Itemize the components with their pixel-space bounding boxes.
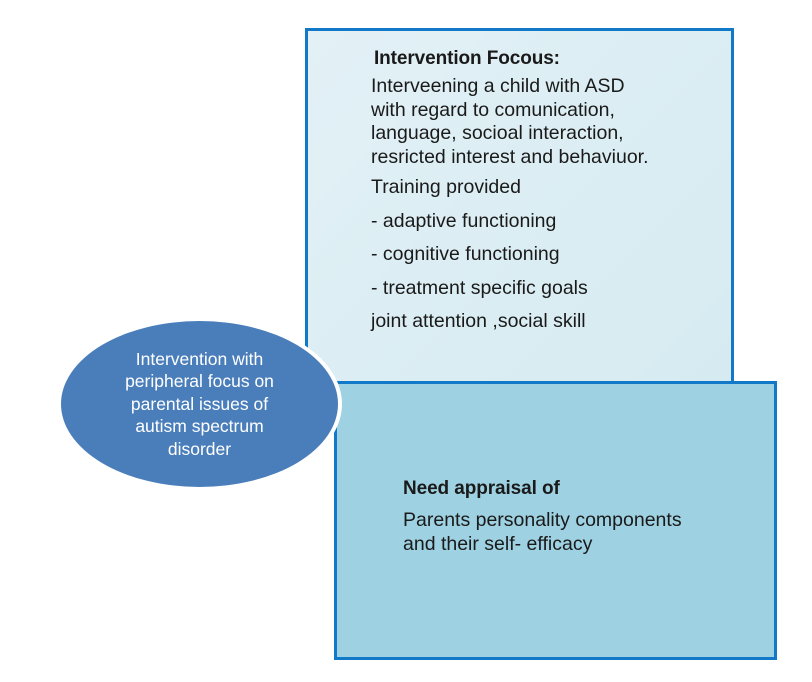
intervention-paragraph-line-1: Interveening a child with ASD <box>371 75 625 97</box>
need-appraisal-line-1: Parents personality components <box>403 509 682 531</box>
intervention-line-joint-attention-social-skill: joint attention ,social skill <box>371 310 586 332</box>
intervention-line-treatment-specific-goals: - treatment specific goals <box>371 276 588 299</box>
need-appraisal-box[interactable]: Need appraisal of Parents personality co… <box>334 381 777 660</box>
need-appraisal-text: Need appraisal of Parents personality co… <box>403 479 753 558</box>
intervention-paragraph-line-3: language, socioal interaction, <box>371 122 624 144</box>
intervention-paragraph-line-4: resricted interest and behaviuor. <box>371 145 649 168</box>
intervention-focus-box[interactable]: Intervention Focous: Interveening a chil… <box>305 28 734 387</box>
peripheral-focus-ellipse[interactable]: Intervention with peripheral focus on pa… <box>57 317 342 491</box>
ellipse-line-2: peripheral focus on <box>125 371 274 392</box>
intervention-focus-text: Intervention Focous: Interveening a chil… <box>371 49 716 332</box>
intervention-paragraph-line-2: with regard to comunication, <box>371 98 615 121</box>
need-appraisal-heading: Need appraisal of <box>403 478 560 499</box>
ellipse-line-1: Intervention with <box>135 348 264 369</box>
intervention-line-cognitive-functioning: - cognitive functioning <box>371 243 560 265</box>
ellipse-line-5: disorder <box>167 438 232 459</box>
need-appraisal-line-2: and their self- efficacy <box>403 532 593 555</box>
intervention-focus-heading: Intervention Focous: <box>374 48 560 69</box>
peripheral-focus-label: Intervention with peripheral focus on pa… <box>95 348 305 461</box>
intervention-focus-paragraph: Interveening a child with ASD with regar… <box>371 75 716 168</box>
intervention-line-adaptive-functioning: - adaptive functioning <box>371 209 557 232</box>
ellipse-line-3: parental issues of <box>130 393 269 414</box>
ellipse-line-4: autism spectrum <box>135 416 264 437</box>
intervention-line-training-provided: Training provided <box>371 176 521 198</box>
